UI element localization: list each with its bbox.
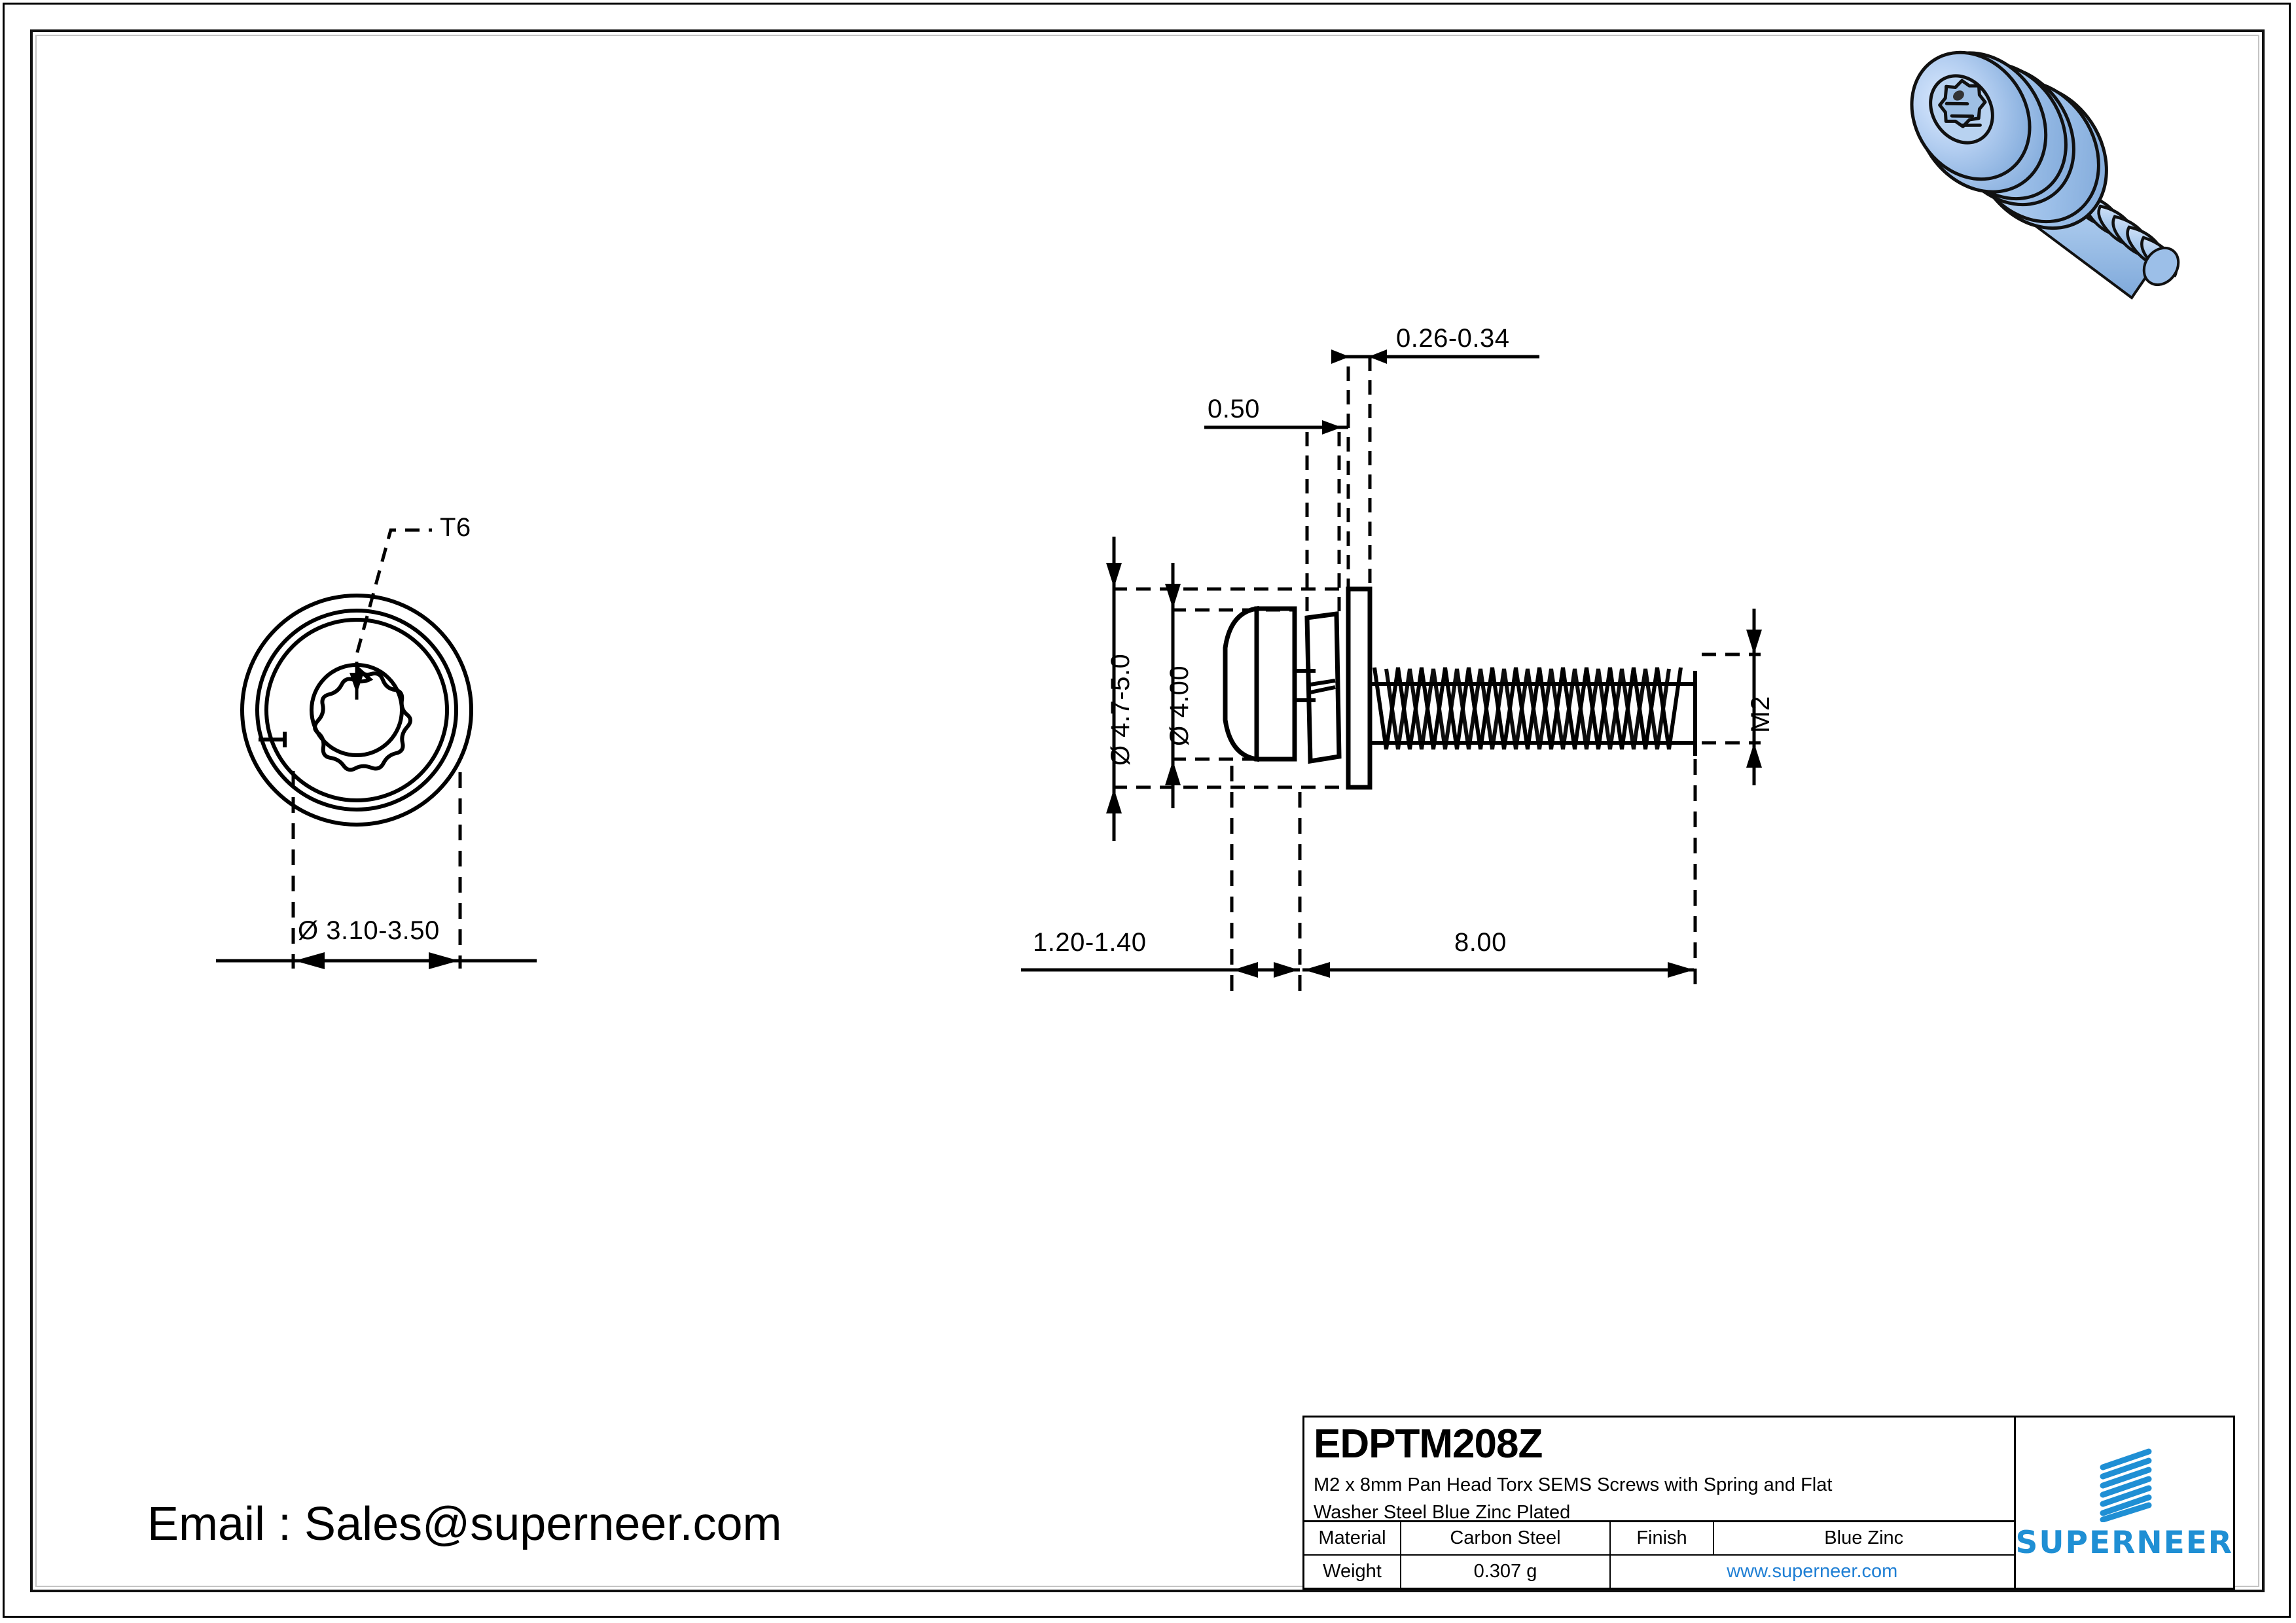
finish-value: Blue Zinc <box>1824 1527 1904 1548</box>
part-number: EDPTM208Z <box>1314 1421 1543 1467</box>
drawing-frame <box>30 29 2265 1592</box>
flat-washer-thickness-label: 0.26-0.34 <box>1396 324 1510 353</box>
title-block: EDPTM208Z M2 x 8mm Pan Head Torx SEMS Sc… <box>1302 1416 2235 1590</box>
brand-logo: SUPERNEER <box>2016 1418 2234 1588</box>
part-description: M2 x 8mm Pan Head Torx SEMS Screws with … <box>1314 1471 2005 1526</box>
brand-name: SUPERNEER <box>2015 1524 2233 1561</box>
superneer-logo-icon <box>2100 1448 2152 1522</box>
thread-length-label: 8.00 <box>1454 928 1507 957</box>
od-dimension-label: Ø 3.10-3.50 <box>298 916 440 945</box>
part-description-line-1: M2 x 8mm Pan Head Torx SEMS Screws with … <box>1314 1474 1833 1495</box>
material-label: Material <box>1304 1522 1401 1554</box>
part-description-line-2: Washer Steel Blue Zinc Plated <box>1314 1502 1571 1524</box>
drawing-frame-inner <box>35 35 2259 1587</box>
title-block-description-cell: EDPTM208Z M2 x 8mm Pan Head Torx SEMS Sc… <box>1304 1418 2014 1523</box>
email-contact-text: Email : Sales@superneer.com <box>147 1498 782 1550</box>
finish-label: Finish <box>1611 1522 1714 1554</box>
head-height-label: 1.20-1.40 <box>1033 928 1147 957</box>
weight-label: Weight <box>1304 1556 1401 1588</box>
title-block-row-weight: Weight 0.307 g www.superneer.com <box>1304 1556 2014 1588</box>
spring-washer-thickness-label: 0.50 <box>1208 395 1260 423</box>
title-block-info: EDPTM208Z M2 x 8mm Pan Head Torx SEMS Sc… <box>1304 1418 2016 1588</box>
title-block-row-material: Material Carbon Steel Finish Blue Zinc <box>1304 1522 2014 1556</box>
weight-value: 0.307 g <box>1401 1556 1611 1588</box>
page-outer-border <box>3 3 2291 1618</box>
head-diameter-label: Ø 4.00 <box>1165 665 1194 746</box>
website-link[interactable]: www.superneer.com <box>1727 1561 1898 1582</box>
flat-washer-od-label: Ø 4.7-5.0 <box>1106 653 1135 766</box>
t6-callout-label: T6 <box>440 513 471 542</box>
thread-callout-label: M2 <box>1746 696 1775 733</box>
material-value: Carbon Steel <box>1401 1522 1611 1554</box>
